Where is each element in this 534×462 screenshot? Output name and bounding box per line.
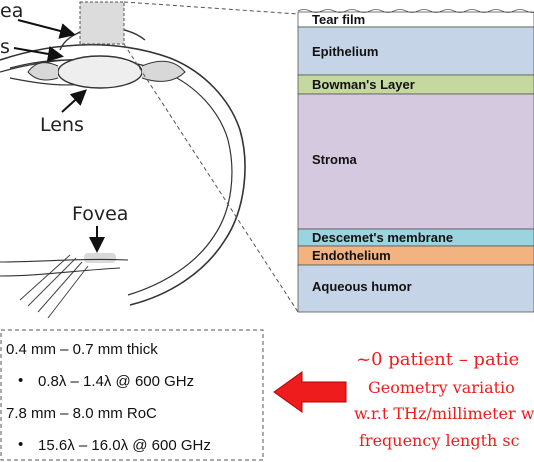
lens-shape: [57, 55, 143, 89]
callout-line-1: ~0 patient – patie: [356, 349, 520, 370]
zoom-leader-bottom: [123, 43, 299, 313]
thickness-wavelength-spec: 0.8λ – 1.4λ @ 600 GHz: [38, 373, 195, 390]
fovea-label: Fovea: [72, 203, 129, 225]
stroma-layer: [297, 93, 534, 230]
iris-label: s: [0, 36, 10, 58]
optic-nerve-1: [19, 254, 71, 301]
fovea-top-arrow: [17, 19, 76, 39]
roc-bullet-dot: •: [18, 436, 24, 453]
callout-line-4: frequency length sc: [359, 431, 520, 450]
retina-bottom-line-2: [0, 267, 121, 277]
roc-wavelength-spec: 15.6λ – 16.0λ @ 600 GHz: [38, 437, 211, 454]
thickness-bullet-dot: •: [18, 372, 24, 389]
lens-label: Lens: [40, 114, 84, 136]
optic-nerve-4: [47, 265, 89, 319]
zoom-region-box: [79, 1, 125, 45]
roc-spec: 7.8 mm – 8.0 mm RoC: [6, 405, 157, 422]
lens-arrow: [61, 89, 87, 113]
thickness-spec: 0.4 mm – 0.7 mm thick: [6, 341, 158, 358]
optic-nerve-3: [37, 261, 83, 313]
descemets-label: Descemet's membrane: [312, 230, 454, 245]
bowmans-label: Bowman's Layer: [312, 77, 415, 92]
optic-nerve-2: [27, 257, 77, 307]
stroma-label: Stroma: [312, 152, 357, 167]
epithelium-label: Epithelium: [312, 44, 379, 59]
endothelium-label: Endothelium: [312, 248, 391, 263]
eye-illustration: [0, 1, 246, 319]
iris-arrow: [13, 46, 64, 62]
epithelium-layer: [297, 26, 534, 76]
tear-film-wave: [297, 9, 534, 13]
tear-film-label: Tear film: [312, 12, 366, 27]
ciliary-body: [141, 60, 186, 82]
fovea-top-label: ea: [0, 0, 24, 22]
retina-bottom-line: [0, 258, 129, 263]
callout-line-3: w.r.t THz/millimeter w: [354, 404, 534, 423]
sclera-outline: [0, 43, 246, 306]
ciliary-body-left: [27, 62, 59, 81]
cornea-layer-stack: [297, 9, 534, 313]
fovea-region: [84, 253, 116, 263]
specs-box: [0, 329, 264, 461]
callout-line-2: Geometry variatio: [368, 378, 515, 397]
callout-arrow: [273, 371, 347, 413]
aqueous-layer: [297, 264, 534, 313]
zoom-leader-top: [123, 1, 299, 15]
aqueous-label: Aqueous humor: [312, 279, 412, 294]
